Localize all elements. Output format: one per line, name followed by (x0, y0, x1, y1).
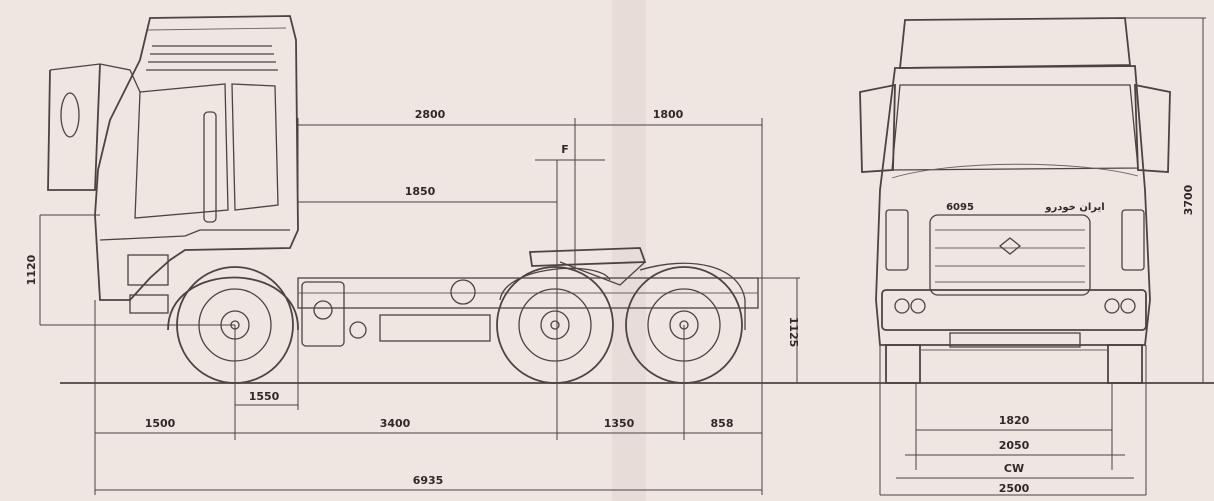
dim-label-3700: 3700 (1182, 184, 1195, 215)
front-bumper (881, 289, 1147, 331)
rear-mudguard (639, 262, 746, 330)
dim-label-1850: 1850 (405, 185, 436, 198)
dim-label-858: 858 (711, 417, 734, 430)
front-cab-outline (875, 65, 1151, 346)
battery-cap (313, 300, 333, 320)
dim-label-1800: 1800 (653, 108, 684, 121)
headlight-left (894, 298, 910, 314)
side-dimensions (39, 118, 800, 495)
right-vent (1121, 209, 1145, 271)
air-tank (450, 279, 476, 305)
front-wheel-arch (167, 276, 299, 331)
dim-label-1500: 1500 (145, 417, 176, 430)
dim-label-2050: 2050 (999, 439, 1030, 452)
front-view (859, 17, 1171, 384)
cab-outline (94, 15, 299, 301)
left-badge: 6095 (946, 202, 974, 213)
right-badge: ایران خودرو (1044, 202, 1104, 213)
roof-line (147, 27, 287, 31)
dim-label-6935: 6935 (413, 474, 444, 487)
front-dimensions (879, 17, 1206, 496)
headlight-right (1120, 298, 1136, 314)
step-panel (127, 254, 169, 286)
grab-handle (203, 111, 217, 223)
dim-label-2500: 2500 (999, 482, 1030, 495)
front-roof (899, 17, 1131, 69)
door-window (134, 83, 229, 219)
windshield (891, 84, 1139, 171)
dim-label-2800: 2800 (415, 108, 446, 121)
fuel-tank (379, 314, 491, 342)
step-panel (129, 294, 169, 314)
right-mirror (1134, 83, 1171, 173)
dim-label-3400: 3400 (380, 417, 411, 430)
drive-wheel-1 (496, 266, 614, 384)
wiper-line (891, 163, 1139, 179)
fifth-wheel-mount (559, 261, 646, 286)
air-tank-cap (349, 321, 367, 339)
cab-body-line (99, 229, 290, 241)
left-vent (885, 209, 909, 271)
front-grille (929, 214, 1091, 296)
mirror-glass (60, 92, 80, 138)
dim-label-1125: 1125 (787, 317, 800, 348)
front-tyre-right (1107, 344, 1143, 384)
dim-label-cw: CW (1004, 462, 1024, 475)
headlight-right (1104, 298, 1120, 314)
mirror-frame (47, 63, 101, 191)
license-plate (949, 332, 1081, 348)
dim-label-1820: 1820 (999, 414, 1030, 427)
side-view (47, 15, 759, 384)
headlight-left (910, 298, 926, 314)
battery-box (301, 281, 345, 347)
dim-label-f: F (561, 143, 569, 156)
dim-label-1550: 1550 (249, 390, 280, 403)
front-tyre-left (885, 344, 921, 384)
rear-window (231, 83, 279, 211)
mid-mudguard (499, 267, 611, 301)
left-mirror (859, 83, 896, 173)
dim-label-1120: 1120 (25, 254, 38, 285)
brand-logo-icon (998, 237, 1022, 255)
mirror-arm (49, 63, 141, 93)
dim-label-1350: 1350 (604, 417, 635, 430)
